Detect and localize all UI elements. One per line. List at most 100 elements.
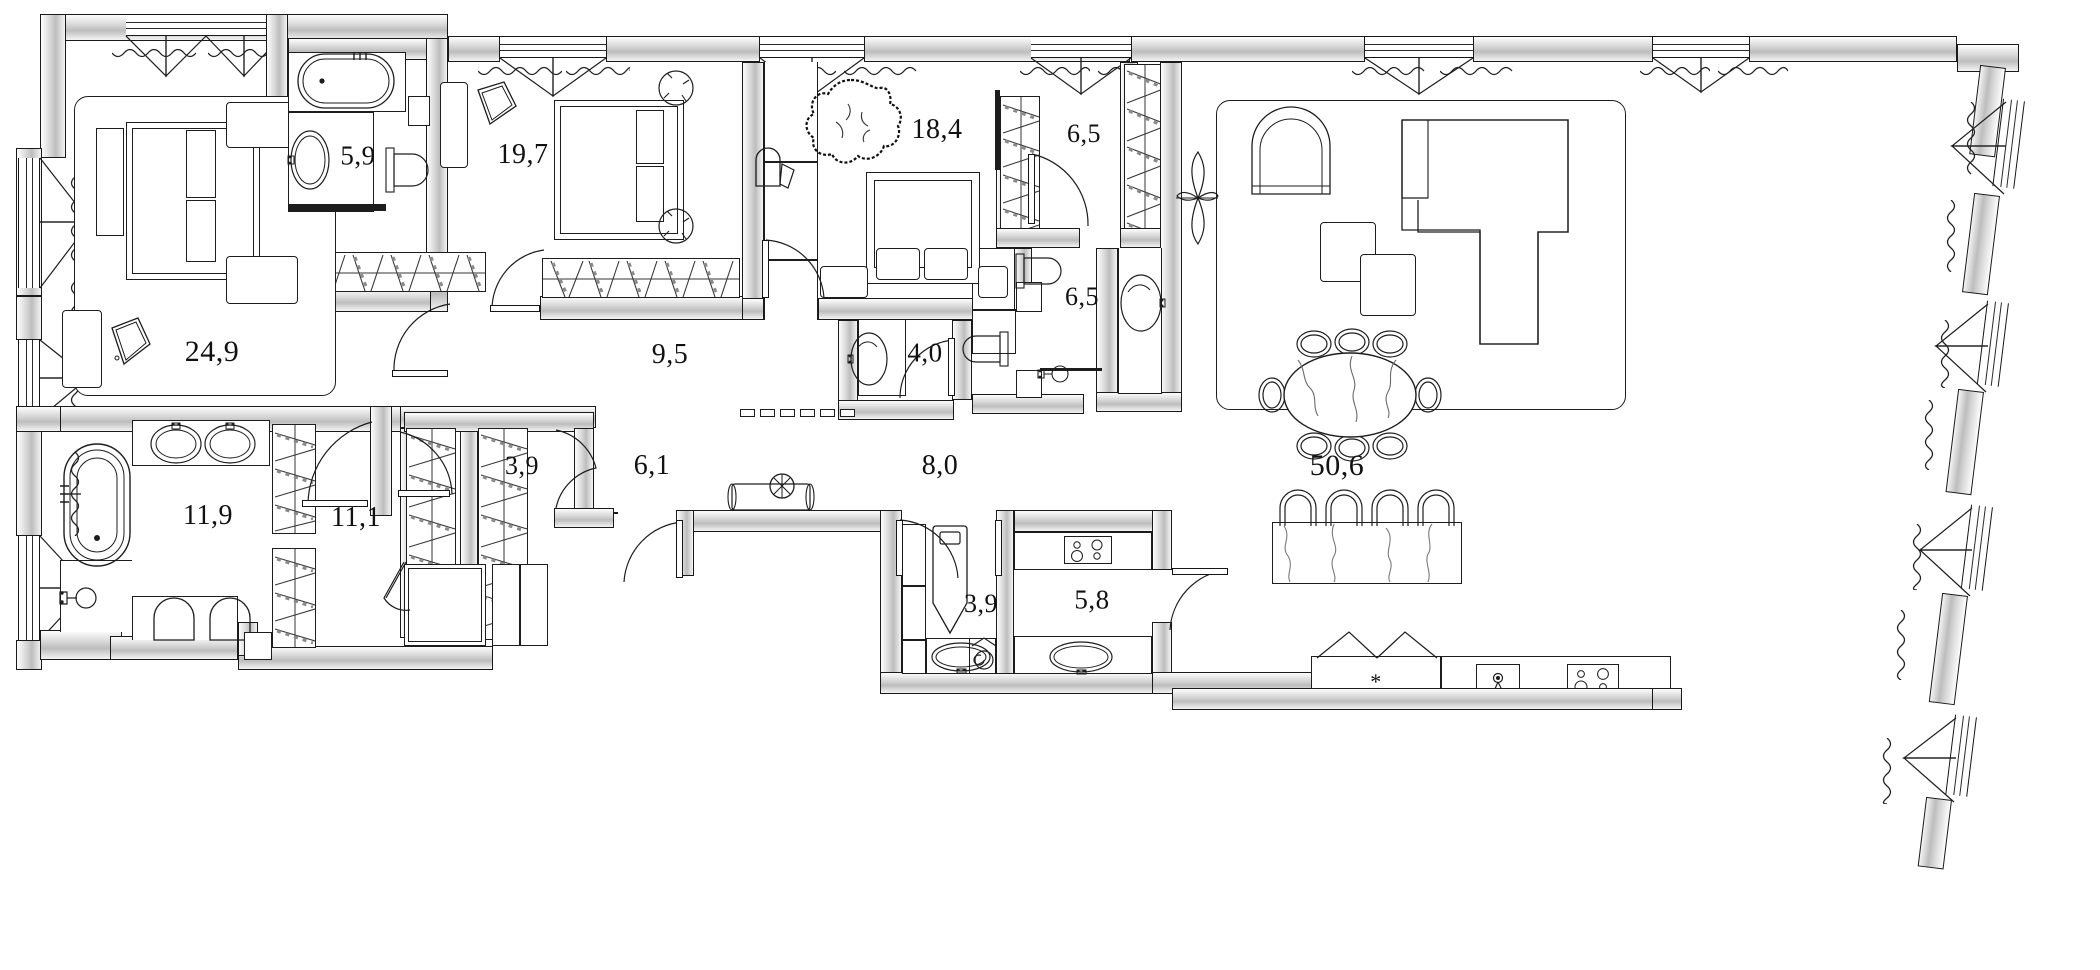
door-laundry-39[interactable]	[898, 519, 960, 582]
radiator-top-11	[1640, 64, 1710, 78]
area-label-storage-39: 3,9	[505, 451, 539, 480]
window-top-2	[206, 14, 282, 36]
wall-bedroom3-bottom	[540, 296, 758, 320]
exterior-wall-top-right-2	[1473, 36, 1653, 62]
radiator-right-5	[1910, 524, 1924, 590]
radiator-right-2	[1944, 200, 1958, 272]
window-left-3	[18, 536, 40, 640]
area-label-corridor-61: 6,1	[633, 450, 671, 481]
bathtub-59	[296, 50, 396, 112]
radiator-top-9	[1352, 64, 1430, 78]
bed-bedroom2-pillow-1	[636, 110, 664, 164]
wardrobe-hatch-4	[1124, 64, 1164, 246]
nightstand-master-left	[96, 128, 124, 236]
radiator-right-6	[1894, 610, 1908, 680]
niche-small-1	[1016, 282, 1042, 312]
area-label-laundry-39: 3,9	[964, 589, 998, 618]
wall-corridor-bottom	[614, 512, 618, 514]
closet-panel-b	[520, 564, 548, 646]
coffee-table-living-2	[1360, 254, 1416, 316]
exterior-wall-top-bath	[266, 14, 448, 41]
window-top-5	[760, 36, 812, 58]
door-niche-59	[408, 96, 430, 126]
window-open-mark-right-2	[1932, 303, 1990, 393]
window-top-6	[812, 36, 864, 58]
cooktop-icon	[1064, 536, 1112, 564]
door-master-bedroom[interactable]	[392, 302, 456, 374]
exterior-wall-top-right-3	[1749, 36, 1957, 62]
ventilation-duct-icon	[727, 473, 822, 514]
window-top-12	[1701, 36, 1749, 58]
door-leaf-bath119[interactable]	[302, 500, 368, 507]
exterior-wall-left-upper	[40, 14, 66, 158]
armchair-bedroom2	[474, 81, 518, 132]
area-label-kitchen-58: 5,8	[1074, 584, 1110, 615]
door-wardrobe-65[interactable]	[1030, 153, 1092, 230]
wardrobe-hatch-dressing-left-bottom	[272, 548, 316, 648]
door-bedroom3[interactable]	[764, 239, 826, 302]
window-open-mark-top-3	[499, 57, 607, 102]
door-leaf-corridor-61[interactable]	[676, 520, 683, 578]
wall-bottom-right-end	[1652, 688, 1682, 710]
wall-kitchen-top	[1014, 510, 1172, 532]
door-kitchen-58[interactable]	[1168, 569, 1230, 634]
freestanding-bathtub-119	[60, 440, 134, 570]
exterior-wall-left-bottom	[16, 640, 42, 670]
door-dressing-room[interactable]	[398, 430, 454, 496]
toilet-59	[385, 147, 429, 193]
wall-bottom-left-2	[238, 646, 493, 670]
niche-small-2	[1016, 370, 1042, 398]
tv-panel-bedroom3	[995, 90, 1000, 170]
closet-panel-a	[492, 564, 520, 646]
area-label-dressing-111: 11,1	[331, 502, 381, 533]
door-leaf-master-bedroom[interactable]	[392, 370, 448, 377]
door-corridor-61[interactable]	[622, 520, 684, 586]
washbasin-kitchen-utility	[1048, 640, 1114, 675]
door-storage-39[interactable]	[554, 428, 600, 512]
cooktop-burners	[1064, 536, 1112, 564]
towel-rail-ensuite	[1040, 368, 1102, 371]
area-label-bathroom-40: 4,0	[907, 337, 943, 368]
door-leaf-dressing-room[interactable]	[398, 490, 450, 497]
bench-bedroom3-right	[978, 266, 1008, 298]
boiler-cylinder	[62, 310, 102, 388]
door-leaf-laundry-39[interactable]	[896, 520, 903, 576]
rug-living-room	[1216, 100, 1626, 410]
door-leaf-kitchen-58[interactable]	[1172, 568, 1228, 575]
kitchen-island-marble-veining	[1272, 522, 1462, 584]
toilet-bath40	[962, 330, 1009, 372]
door-leaf-bedroom3[interactable]	[762, 240, 769, 298]
area-label-hall-80: 8,0	[921, 450, 959, 481]
dresser-bottom-closet-inner	[408, 568, 482, 642]
threshold-59	[288, 204, 386, 211]
radiator-right-3	[1938, 320, 1952, 388]
door-leaf-laundry-right[interactable]	[995, 520, 1002, 576]
window-top-10	[1419, 36, 1473, 58]
door-bath119[interactable]	[304, 420, 374, 508]
wc-basin-119	[56, 578, 102, 616]
radiator-top-3	[478, 64, 562, 78]
window-top-1	[126, 14, 206, 36]
radiator-top-4	[566, 64, 630, 78]
window-top-9	[1365, 36, 1419, 58]
window-top-8	[1081, 36, 1131, 58]
door-leaf-wardrobe-65[interactable]	[1028, 154, 1035, 224]
door-bath40[interactable]	[898, 338, 958, 402]
bed-bedroom2-pillow-2	[636, 166, 664, 222]
door-leaf-bedroom2[interactable]	[490, 305, 540, 312]
armchair-bedroom3	[754, 147, 798, 194]
double-washbasin-119	[148, 422, 258, 466]
door-bedroom2[interactable]	[490, 249, 546, 312]
door-leaf-bath40[interactable]	[948, 338, 955, 396]
corner-sofa-living-room	[1400, 114, 1570, 345]
toilet-ensuite	[1015, 250, 1064, 294]
radiator-right-4	[1922, 400, 1936, 470]
bench-bedroom3-left	[820, 266, 868, 298]
ceiling-fan-symbol	[1176, 150, 1219, 246]
wall-laundry-bottom	[880, 672, 1172, 694]
area-label-living-506: 50,6	[1309, 449, 1365, 482]
exterior-wall-top-right-1	[1131, 36, 1365, 62]
bed-master-pillow-1	[186, 130, 216, 198]
wall-kitchen-run-base	[1172, 688, 1677, 710]
